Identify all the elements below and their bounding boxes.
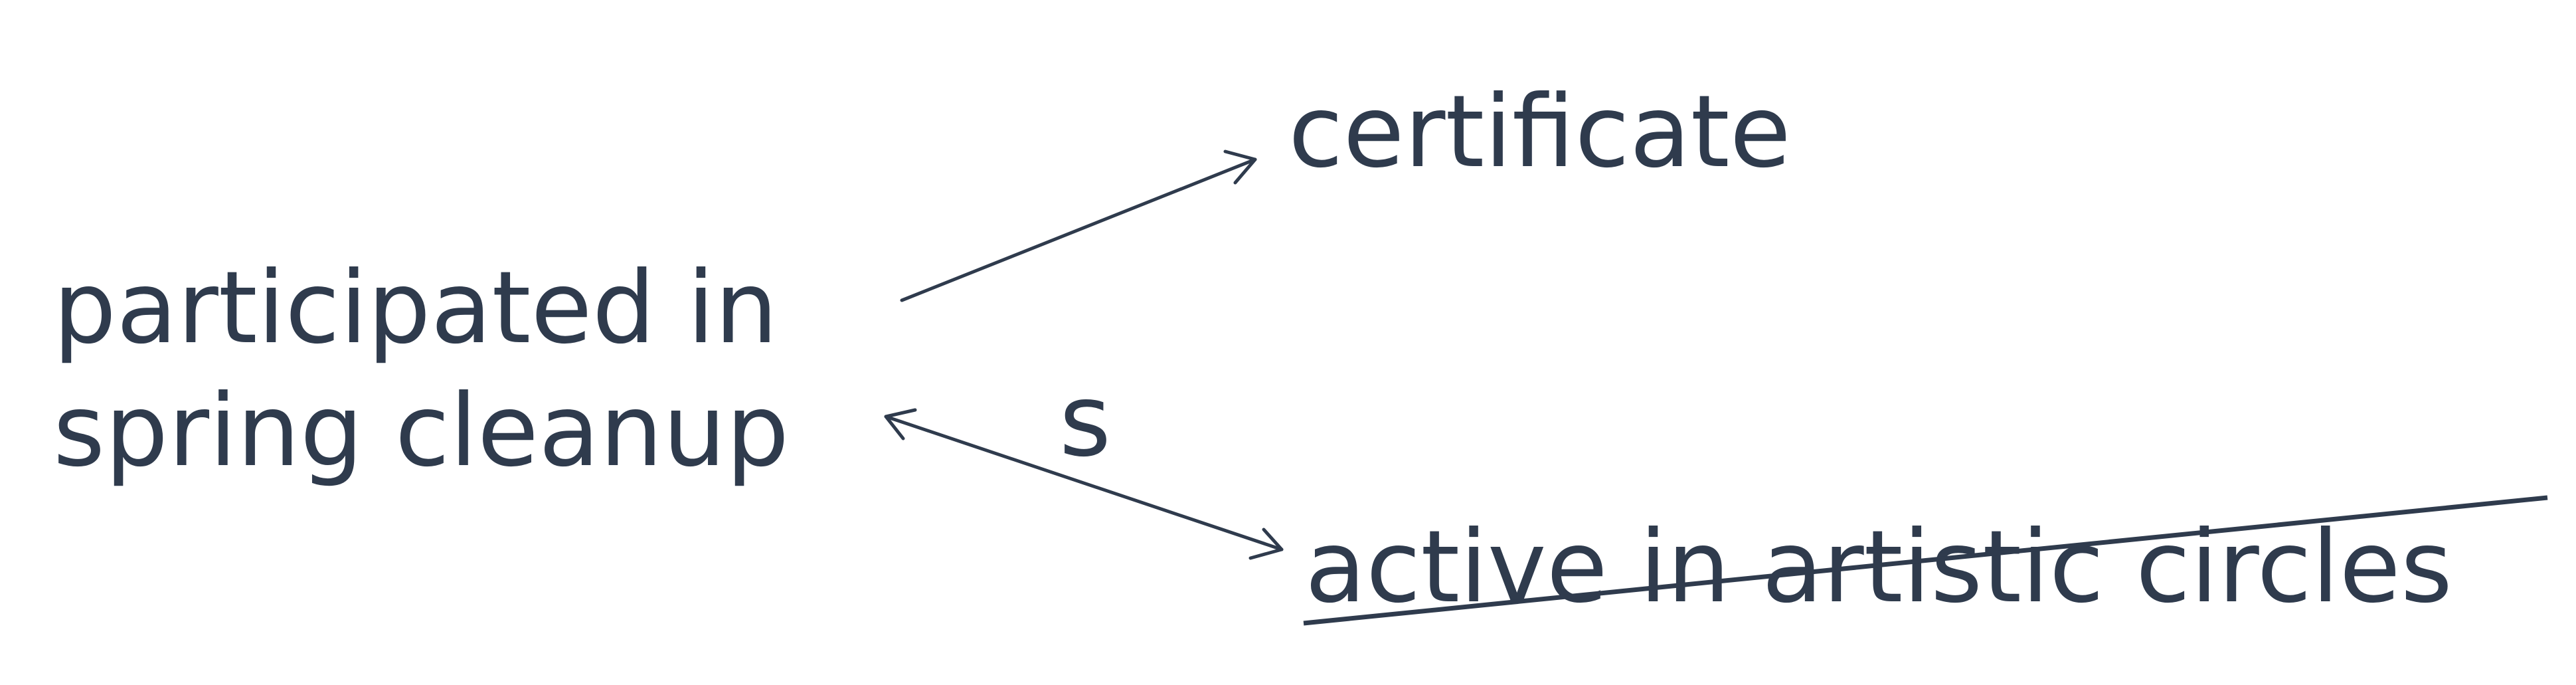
arrow-to-certificate — [900, 149, 1257, 302]
node-spring-cleanup-line1: participated in — [53, 250, 778, 366]
node-spring-cleanup: participated in spring cleanup — [53, 250, 789, 489]
arrow-bidirectional-head-right — [1248, 528, 1284, 560]
arrow-bidirectional-shaft — [884, 415, 1284, 551]
arrow-to-certificate-shaft — [900, 157, 1257, 302]
node-certificate: certificate — [1288, 74, 1791, 190]
strikethrough-line — [1303, 495, 2548, 626]
node-spring-cleanup-line2: spring cleanup — [53, 373, 789, 489]
arrow-to-certificate-head — [1223, 149, 1257, 185]
arrow-bidirectional — [884, 408, 1284, 560]
edge-label-s: s — [1059, 363, 1111, 479]
arrow-bidirectional-head-left — [884, 408, 917, 440]
node-artistic-circles: active in artistic circles — [1303, 495, 2548, 626]
